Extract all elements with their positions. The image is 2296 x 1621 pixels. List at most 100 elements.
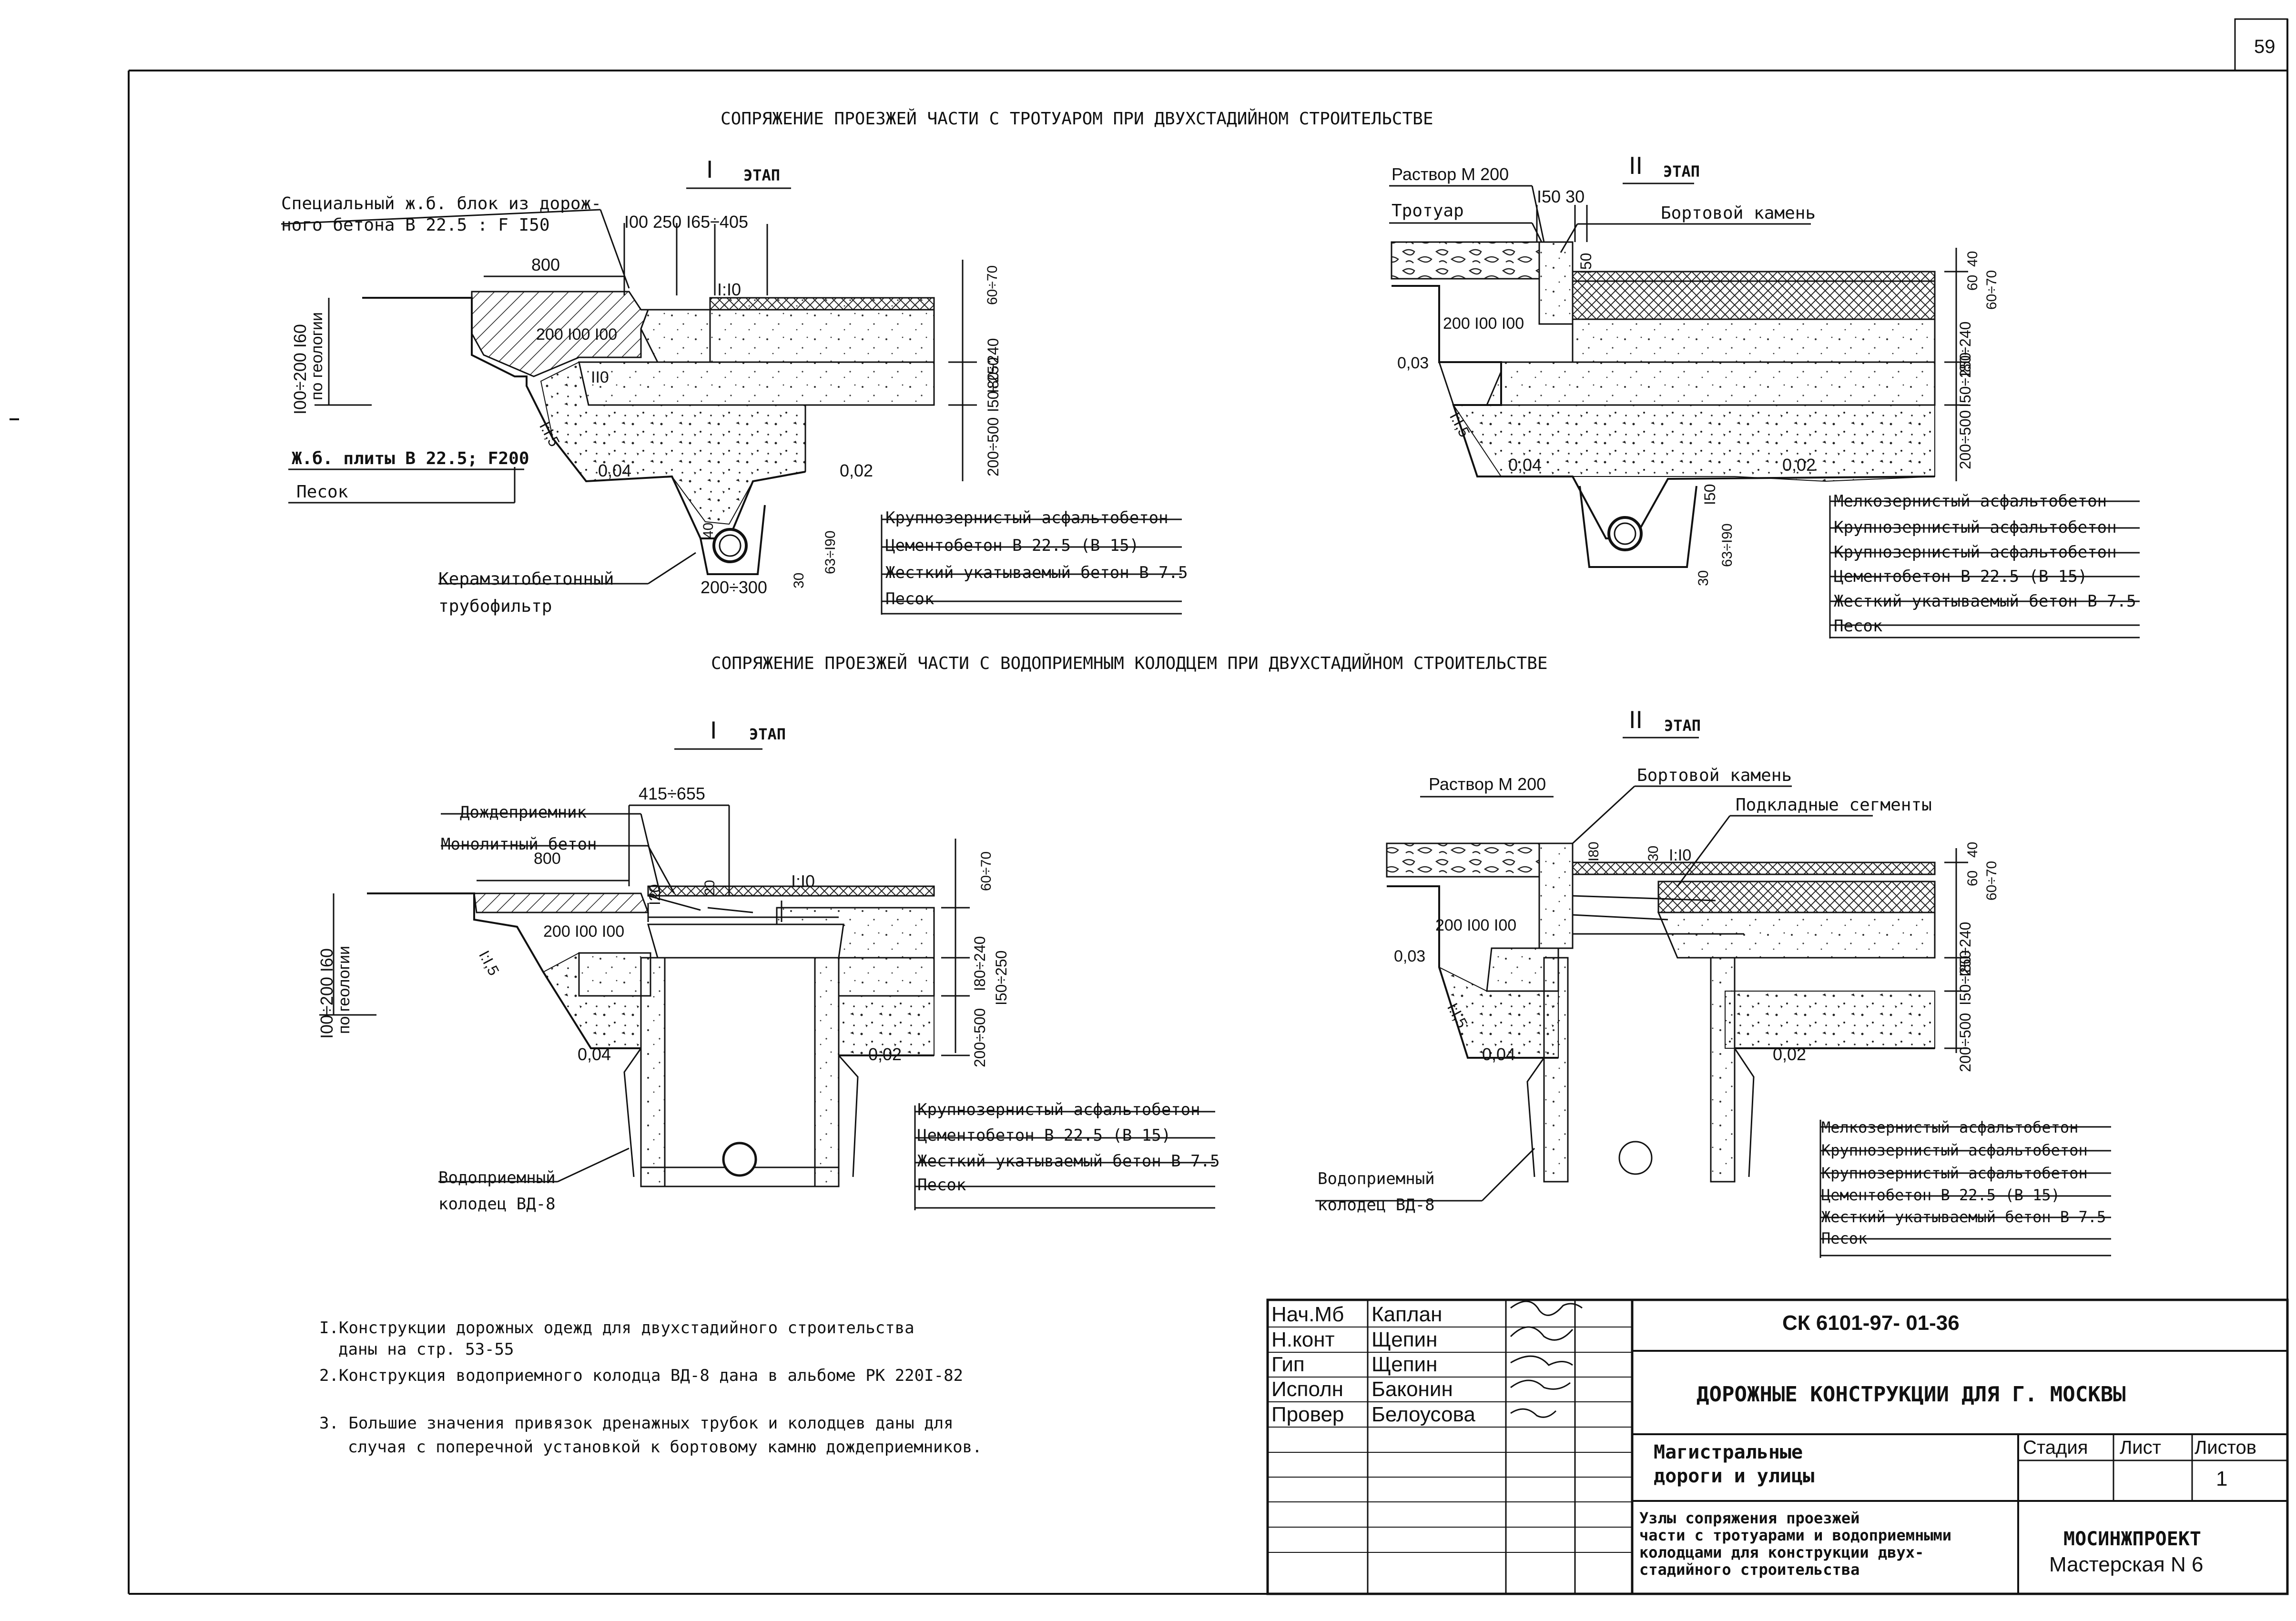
- tb-desc-3: колодцами для конструкции двух-: [1639, 1543, 1924, 1561]
- tb-section-1: Магистральные: [1654, 1441, 1803, 1463]
- br-dim-30: 30: [1646, 845, 1661, 861]
- panel-tr-section: [1389, 185, 2140, 638]
- tl-slope-002: 0,02: [840, 461, 874, 480]
- tl-dim-pipe: 200÷300: [701, 577, 767, 597]
- tl-dim-left-2: по геологии: [308, 312, 326, 400]
- bl-dim-20: 20: [702, 880, 718, 896]
- tr-slope-002: 0,02: [1782, 455, 1816, 475]
- tb-name-4: Баконин: [1372, 1378, 1453, 1401]
- tr-legend-1: Мелкозернистый асфальтобетон: [1834, 492, 2107, 511]
- br-legend-5: Жесткий укатываемый бетон В 7.5: [1821, 1208, 2106, 1226]
- tl-legend-1: Крупнозернистый асфальтобетон: [885, 508, 1168, 527]
- tb-desc-1: Узлы сопряжения проезжей: [1639, 1509, 1860, 1527]
- tr-legend-2: Крупнозернистый асфальтобетон: [1834, 518, 2117, 537]
- bl-well-label-1: Водоприемный: [438, 1168, 556, 1187]
- bl-dim-left-2: по геологии: [335, 945, 353, 1034]
- tb-role-5: Провер: [1271, 1402, 1344, 1426]
- br-slope-004: 0,04: [1482, 1044, 1516, 1064]
- tb-desc-4: стадийного строительства: [1639, 1560, 1860, 1579]
- tb-company: МОСИНЖПРОЕКТ: [2063, 1528, 2201, 1550]
- tb-name-3: Щепин: [1372, 1353, 1438, 1376]
- bl-slope-002: 0,02: [868, 1044, 902, 1064]
- br-legend-6: Песок: [1821, 1229, 1868, 1247]
- tl-slope: I:I0: [717, 280, 742, 299]
- panel-bl-section: [319, 804, 1215, 1210]
- tr-dim-right-5: I50÷250: [1957, 352, 1974, 407]
- bl-legend-4: Песок: [917, 1175, 966, 1195]
- tb-workshop: Мастерская N 6: [2049, 1553, 2204, 1576]
- bl-dim-200-100-100: 200 I00 I00: [543, 922, 625, 941]
- stage-label-br: ЭТАП: [1664, 717, 1701, 735]
- br-dim-right-2: 60: [1965, 870, 1981, 886]
- tr-legend-5: Жесткий укатываемый бетон В 7.5: [1834, 592, 2136, 611]
- tl-block-label-2: ного бетона В 22.5 : F I50: [281, 215, 550, 235]
- tr-sidewalk-label: Тротуар: [1392, 201, 1464, 221]
- tb-doc-code: СК 6101-97- 01-36: [1782, 1311, 1960, 1335]
- tr-mortar-label: Раствор М 200: [1392, 164, 1509, 184]
- tl-dim-40: 40: [701, 522, 716, 538]
- bl-dim-120: I20: [646, 884, 663, 905]
- bl-slope-004: 0,04: [578, 1044, 611, 1064]
- title-block-grid: [1266, 1298, 2289, 1595]
- bl-rain-inlet-label: Дождеприемник: [460, 803, 587, 822]
- bl-dim-800: 800: [534, 850, 561, 868]
- br-legend-4: Цементобетон В 22.5 (В 15): [1821, 1186, 2060, 1204]
- tl-dim-30: 30: [791, 572, 807, 588]
- bl-legend-2: Цементобетон В 22.5 (В 15): [917, 1126, 1171, 1145]
- tl-dim-right-1: 60÷70: [985, 265, 1000, 305]
- note-2: 2.Конструкция водоприемного колодца ВД-8…: [319, 1366, 964, 1385]
- note-1b: даны на стр. 53-55: [338, 1340, 514, 1359]
- tr-slope-003: 0,03: [1397, 354, 1429, 372]
- tl-dim-right-3: I50÷250: [985, 357, 1002, 412]
- stage-label-tr: ЭТАП: [1663, 162, 1700, 181]
- tl-legend-3: Жесткий укатываемый бетон В 7.5: [885, 563, 1188, 582]
- tl-dim-200-100-100: 200 I00 I00: [536, 325, 618, 344]
- tl-sand-label: Песок: [296, 482, 348, 502]
- tr-dim-30: 30: [1696, 570, 1711, 586]
- tb-desc-2: части с тротуарами и водоприемными: [1639, 1526, 1952, 1544]
- tb-role-4: Исполн: [1271, 1378, 1343, 1401]
- tb-section-2: дороги и улицы: [1654, 1465, 1815, 1487]
- bl-dim-right-3: I50÷250: [993, 950, 1010, 1005]
- br-slope: I:I0: [1669, 846, 1692, 864]
- page-number: 59: [2254, 36, 2276, 57]
- bl-well-label-2: колодец ВД-8: [438, 1195, 556, 1214]
- br-curb-label: Бортовой камень: [1637, 766, 1792, 785]
- br-segments-label: Подкладные сегменты: [1736, 795, 1932, 815]
- tb-col-sheet: Лист: [2120, 1437, 2161, 1458]
- title-sidewalk-joint: СОПРЯЖЕНИЕ ПРОЕЗЖЕЙ ЧАСТИ С ТРОТУАРОМ ПР…: [721, 109, 1433, 129]
- bl-dim-top: 415÷655: [639, 784, 705, 803]
- br-dim-180: I80: [1586, 841, 1602, 861]
- tr-legend-3: Крупнозернистый асфальтобетон: [1834, 543, 2117, 562]
- tl-block-label-1: Специальный ж.б. блок из дорож-: [281, 194, 601, 213]
- tr-dim-63: 63÷I90: [1719, 523, 1735, 567]
- panel-tl-section: [281, 209, 1182, 615]
- tl-dim-left-1: I00÷200 I60: [290, 324, 310, 415]
- panel-br-section: [1315, 785, 2111, 1258]
- bl-dim-right-2: I80÷240: [971, 936, 988, 991]
- tr-legend-4: Цементобетон В 22.5 (В 15): [1834, 567, 2088, 586]
- br-slope-003: 0,03: [1394, 947, 1426, 965]
- tr-legend-6: Песок: [1834, 617, 1883, 636]
- tl-dim-63: 63÷I90: [823, 530, 838, 574]
- br-legend-2: Крупнозернистый асфальтобетон: [1821, 1141, 2088, 1159]
- br-dim-right-3: 60÷70: [1984, 861, 2000, 901]
- tl-dim-800: 800: [531, 255, 560, 274]
- tb-name-1: Каплан: [1372, 1303, 1443, 1326]
- stage-2-roman-br: II: [1629, 706, 1643, 734]
- tl-filter-label-1: Керамзитобетонный: [438, 569, 614, 589]
- tb-org-title: ДОРОЖНЫЕ КОНСТРУКЦИИ ДЛЯ Г. МОСКВЫ: [1697, 1382, 2126, 1407]
- bl-slope: I:I0: [791, 871, 815, 891]
- br-mortar-label: Раствор М 200: [1429, 774, 1546, 794]
- br-dim-200-100-100: 200 I00 I00: [1435, 916, 1517, 934]
- tb-role-1: Нач.Мб: [1271, 1303, 1344, 1326]
- tb-name-2: Щепин: [1372, 1327, 1438, 1351]
- stage-label-tl: ЭТАП: [743, 166, 781, 184]
- bl-dim-right-1: 60÷70: [978, 851, 994, 891]
- tl-legend-2: Цементобетон В 22.5 (В 15): [885, 536, 1139, 555]
- tb-role-2: Н.конт: [1271, 1327, 1335, 1351]
- stage-2-roman-tr: II: [1629, 152, 1643, 180]
- tr-dim-right-1: 40: [1965, 251, 1981, 267]
- tl-dim-right-4: 200÷500: [985, 417, 1002, 476]
- tl-dim-top: I00 250 I65÷405: [624, 212, 748, 232]
